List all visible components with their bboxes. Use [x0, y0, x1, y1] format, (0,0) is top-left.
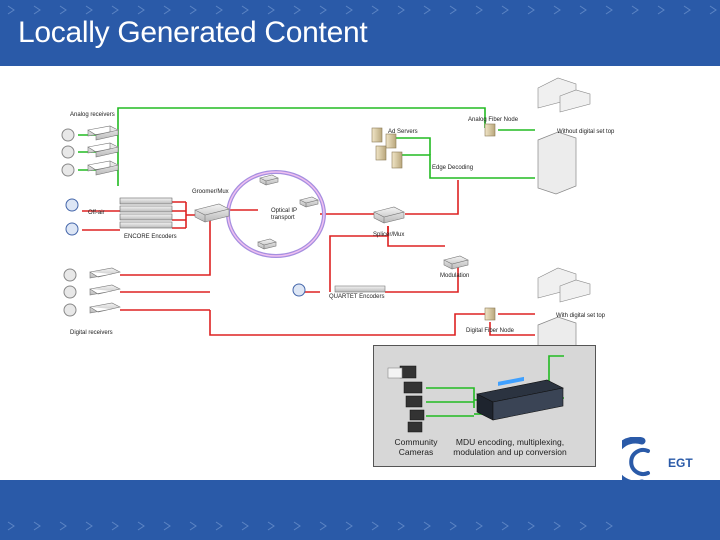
label-groomer-mux: Groomer/Mux — [192, 189, 229, 195]
label-without-digital-set-top: Without digital set top — [557, 129, 615, 135]
label-edge-decoding: Edge Decoding — [432, 165, 474, 171]
fiber-node-boxes — [484, 123, 496, 321]
header-band: Locally Generated Content — [0, 0, 720, 66]
logo-text: EGT — [668, 456, 693, 470]
camera-icon — [399, 365, 425, 433]
label-encore-encoders: ENCORE Encoders — [124, 234, 177, 240]
label-analog-fiber-node: Analog Fiber Node — [468, 117, 519, 123]
label-ad-servers: Ad Servers — [388, 129, 418, 135]
label-quartet-encoders: QUARTET Encoders — [329, 294, 385, 300]
mdu-encoder-device — [476, 376, 564, 421]
mdu-inset — [373, 345, 596, 467]
analog-receiver-dishes — [61, 128, 75, 177]
mdu-inset-drawing — [387, 355, 564, 433]
egt-logo — [622, 437, 650, 487]
slide-title: Locally Generated Content — [18, 16, 368, 49]
digital-receiver-dishes — [63, 268, 306, 317]
ad-servers — [371, 127, 403, 169]
label-analog-receivers: Analog receivers — [70, 112, 115, 118]
network-diagram — [61, 77, 591, 380]
analog-links — [78, 107, 535, 186]
caption-mdu-encoding: MDU encoding, multiplexing, modulation a… — [453, 437, 567, 457]
footer-band — [0, 480, 720, 540]
label-off-air: Off-air — [88, 210, 105, 216]
label-with-digital-set-top: With digital set top — [556, 313, 606, 319]
digital-links — [82, 180, 535, 336]
houses — [537, 77, 591, 303]
off-air-antennas — [65, 198, 79, 236]
label-optical-ip-transport: Optical IP transport — [271, 208, 297, 221]
digital-receiver-boxes — [89, 267, 121, 314]
encore-encoder-racks — [119, 197, 173, 229]
mdu-buildings — [537, 131, 577, 380]
label-modulation: Modulation — [440, 273, 470, 279]
label-splicer-mux: Splicer/Mux — [373, 232, 405, 238]
footer-pattern — [7, 521, 613, 531]
label-digital-receivers: Digital receivers — [70, 330, 113, 336]
label-digital-fiber-node: Digital Fiber Node — [466, 328, 515, 334]
header-pattern — [7, 5, 717, 15]
analog-receiver-boxes — [87, 125, 119, 176]
caption-community-cameras: Community Cameras — [394, 437, 438, 457]
network-boxes — [194, 174, 469, 293]
